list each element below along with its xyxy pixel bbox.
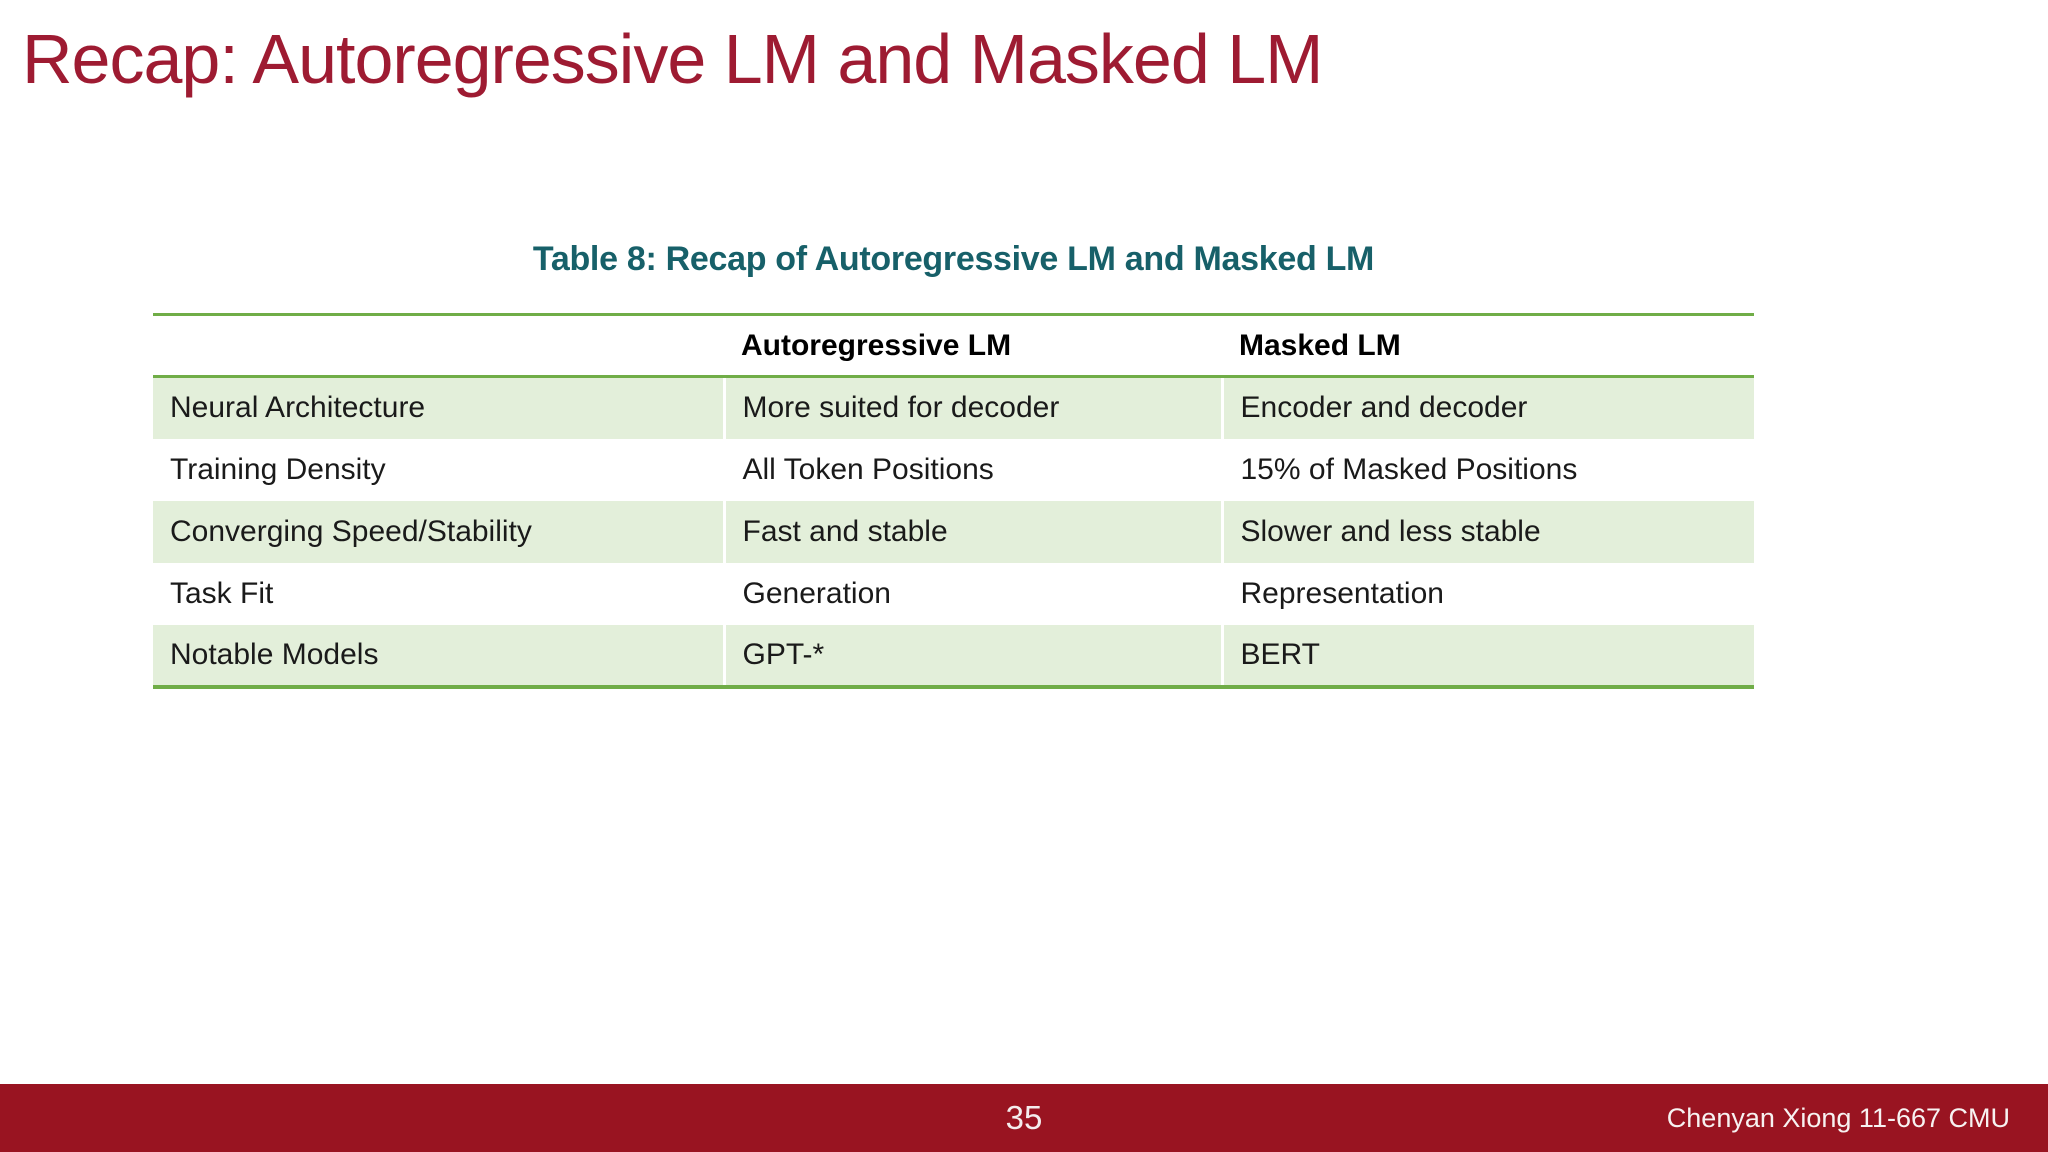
table-row: Notable Models GPT-* BERT [153,624,1754,687]
row-label-cell: Task Fit [153,562,724,625]
table-header-row: Autoregressive LM Masked LM [153,314,1754,378]
table-caption: Table 8: Recap of Autoregressive LM and … [532,240,1375,278]
footer-bar: 35 Chenyan Xiong 11-667 CMU [0,1084,2048,1152]
table-row: Task Fit Generation Representation [153,562,1754,625]
masked-cell: Slower and less stable [1220,500,1754,563]
col-header-blank [153,314,724,378]
autoregressive-cell: Fast and stable [722,500,1222,563]
masked-cell: Encoder and decoder [1220,376,1754,439]
row-label-cell: Neural Architecture [153,376,724,439]
recap-table: Autoregressive LM Masked LM Neural Archi… [153,313,1754,689]
table-row: Neural Architecture More suited for deco… [153,376,1754,439]
page-number: 35 [1005,1099,1043,1136]
course-credit: Chenyan Xiong 11-667 CMU [1666,1103,2010,1133]
autoregressive-cell: GPT-* [722,624,1222,687]
masked-cell: 15% of Masked Positions [1220,438,1754,501]
table-row: Training Density All Token Positions 15%… [153,438,1754,501]
autoregressive-cell: More suited for decoder [722,376,1222,439]
masked-cell: BERT [1220,624,1754,687]
masked-cell: Representation [1220,562,1754,625]
autoregressive-cell: All Token Positions [722,438,1222,501]
row-label-cell: Converging Speed/Stability [153,500,724,563]
slide-title: Recap: Autoregressive LM and Masked LM [22,20,1323,98]
row-label-cell: Training Density [153,438,724,501]
autoregressive-cell: Generation [722,562,1222,625]
col-header-masked-lm: Masked LM [1222,314,1754,378]
row-label-cell: Notable Models [153,624,724,687]
table-row: Converging Speed/Stability Fast and stab… [153,500,1754,563]
col-header-autoregressive-lm: Autoregressive LM [724,314,1222,378]
